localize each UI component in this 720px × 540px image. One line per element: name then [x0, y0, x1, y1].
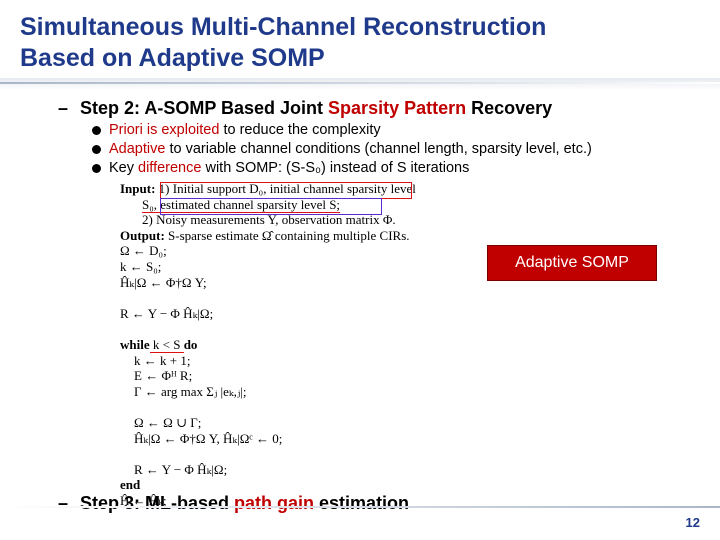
step-3-heading: –Step 3: ML-based path gain estimation: [58, 492, 409, 514]
algo-loop-line: R ← Y − Φ Ĥₖ|Ω;: [134, 461, 228, 477]
algo-input-1b: S₀, estimated channel sparsity level S;: [142, 196, 341, 213]
algo-line: Ĥₖ|Ω ← Φ†Ω Y;: [120, 274, 207, 290]
algo-loop-line: Ĥₖ|Ω ← Φ†Ω Y, Ĥₖ|Ωᶜ ← 0;: [134, 430, 283, 446]
algo-output-text: S-sparse estimate Ω̂ containing multiple…: [168, 227, 410, 243]
algo-while-keyword: while: [120, 336, 150, 352]
title-divider: [0, 82, 720, 84]
algo-loop-line: k ← k + 1;: [134, 352, 191, 368]
algo-input-2: 2) Noisy measurements Y, observation mat…: [142, 212, 396, 228]
step-3-dash: –: [58, 493, 69, 513]
algo-input-line: Input: 1) Initial support D₀, initial ch…: [112, 181, 455, 197]
step-3-suffix: estimation: [314, 493, 410, 513]
algo-line: k ← S₀;: [120, 258, 162, 274]
bullet-prefix: Key: [109, 160, 139, 176]
step-2-highlight: Sparsity Pattern: [328, 98, 467, 118]
title-line-1: Simultaneous Multi-Channel Reconstructio…: [20, 13, 547, 41]
algo-spacer: [112, 290, 455, 306]
bullet-dot-icon: [92, 126, 101, 135]
bullet-text: with SOMP: (S-S₀) instead of S iteration…: [201, 160, 470, 176]
algo-output-line: Output: S-sparse estimate Ω̂ containing …: [112, 228, 455, 244]
step-2-suffix: Recovery: [466, 98, 553, 118]
algo-spacer: [112, 399, 455, 415]
bullet-highlight: Priori is exploited: [109, 122, 220, 138]
algo-loop-line: Γ ← arg max Σⱼ |eₖ,ⱼ|;: [134, 383, 247, 399]
bullet-item: Priori is exploited to reduce the comple…: [92, 121, 592, 140]
algo-loop-line: Ω ← Ω ∪ Γ;: [134, 414, 202, 430]
algo-output-keyword: Output:: [120, 227, 165, 243]
highlight-box-sparsity-level: [160, 198, 382, 215]
bullet-dot-icon: [92, 164, 101, 173]
bullet-text: to variable channel conditions (channel …: [165, 141, 592, 157]
algo-line: Ω ← D₀;: [120, 243, 167, 259]
slide-title: Simultaneous Multi-Channel Reconstructio…: [20, 12, 700, 74]
bullet-highlight: difference: [138, 160, 202, 176]
algo-spacer: [112, 446, 455, 462]
algo-input-1: 1) Initial support D₀, initial channel s…: [158, 181, 416, 196]
algo-do-keyword: do: [183, 336, 198, 352]
algo-end-keyword: end: [120, 477, 141, 493]
algo-spacer: [112, 321, 455, 337]
algo-input-line: S₀, estimated channel sparsity level S;: [112, 196, 455, 213]
algo-loop-line: E ← Φᴴ R;: [134, 368, 193, 384]
algo-input-line: 2) Noisy measurements Y, observation mat…: [112, 212, 455, 228]
step-3-prefix: Step 3: ML-based: [80, 493, 235, 513]
title-line-2: Based on Adaptive SOMP: [20, 44, 325, 72]
step-2-heading: –Step 2: A-SOMP Based Joint Sparsity Pat…: [58, 97, 552, 119]
bullet-highlight: Adaptive: [109, 141, 166, 157]
algo-line: R ← Y − Φ Ĥₖ|Ω;: [120, 305, 214, 321]
bullet-item: Key difference with SOMP: (S-S₀) instead…: [92, 159, 592, 178]
algo-final-line: Ĥ ← Ĥₖ;: [120, 492, 167, 508]
footer-divider: [0, 506, 720, 508]
bullet-list: Priori is exploited to reduce the comple…: [92, 121, 592, 178]
title-band: [0, 78, 720, 90]
page-number: 12: [685, 515, 700, 530]
algo-while-line: while k < S do: [112, 336, 455, 353]
algo-input-keyword: Input:: [120, 181, 156, 196]
step-3-highlight: path gain: [234, 493, 315, 513]
bullet-dot-icon: [92, 145, 101, 154]
step-2-prefix: Step 2: A-SOMP Based Joint: [80, 98, 329, 118]
step-2-dash: –: [58, 98, 69, 118]
algo-end-line: end: [112, 477, 455, 493]
highlight-box-initial-support: [160, 182, 412, 199]
bullet-text: to reduce the complexity: [219, 122, 381, 138]
algorithm-figure: Input: 1) Initial support D₀, initial ch…: [112, 181, 455, 508]
algo-while-cond: k < S: [149, 336, 184, 353]
adaptive-somp-badge: Adaptive SOMP: [487, 245, 657, 281]
bullet-item: Adaptive to variable channel conditions …: [92, 140, 592, 159]
